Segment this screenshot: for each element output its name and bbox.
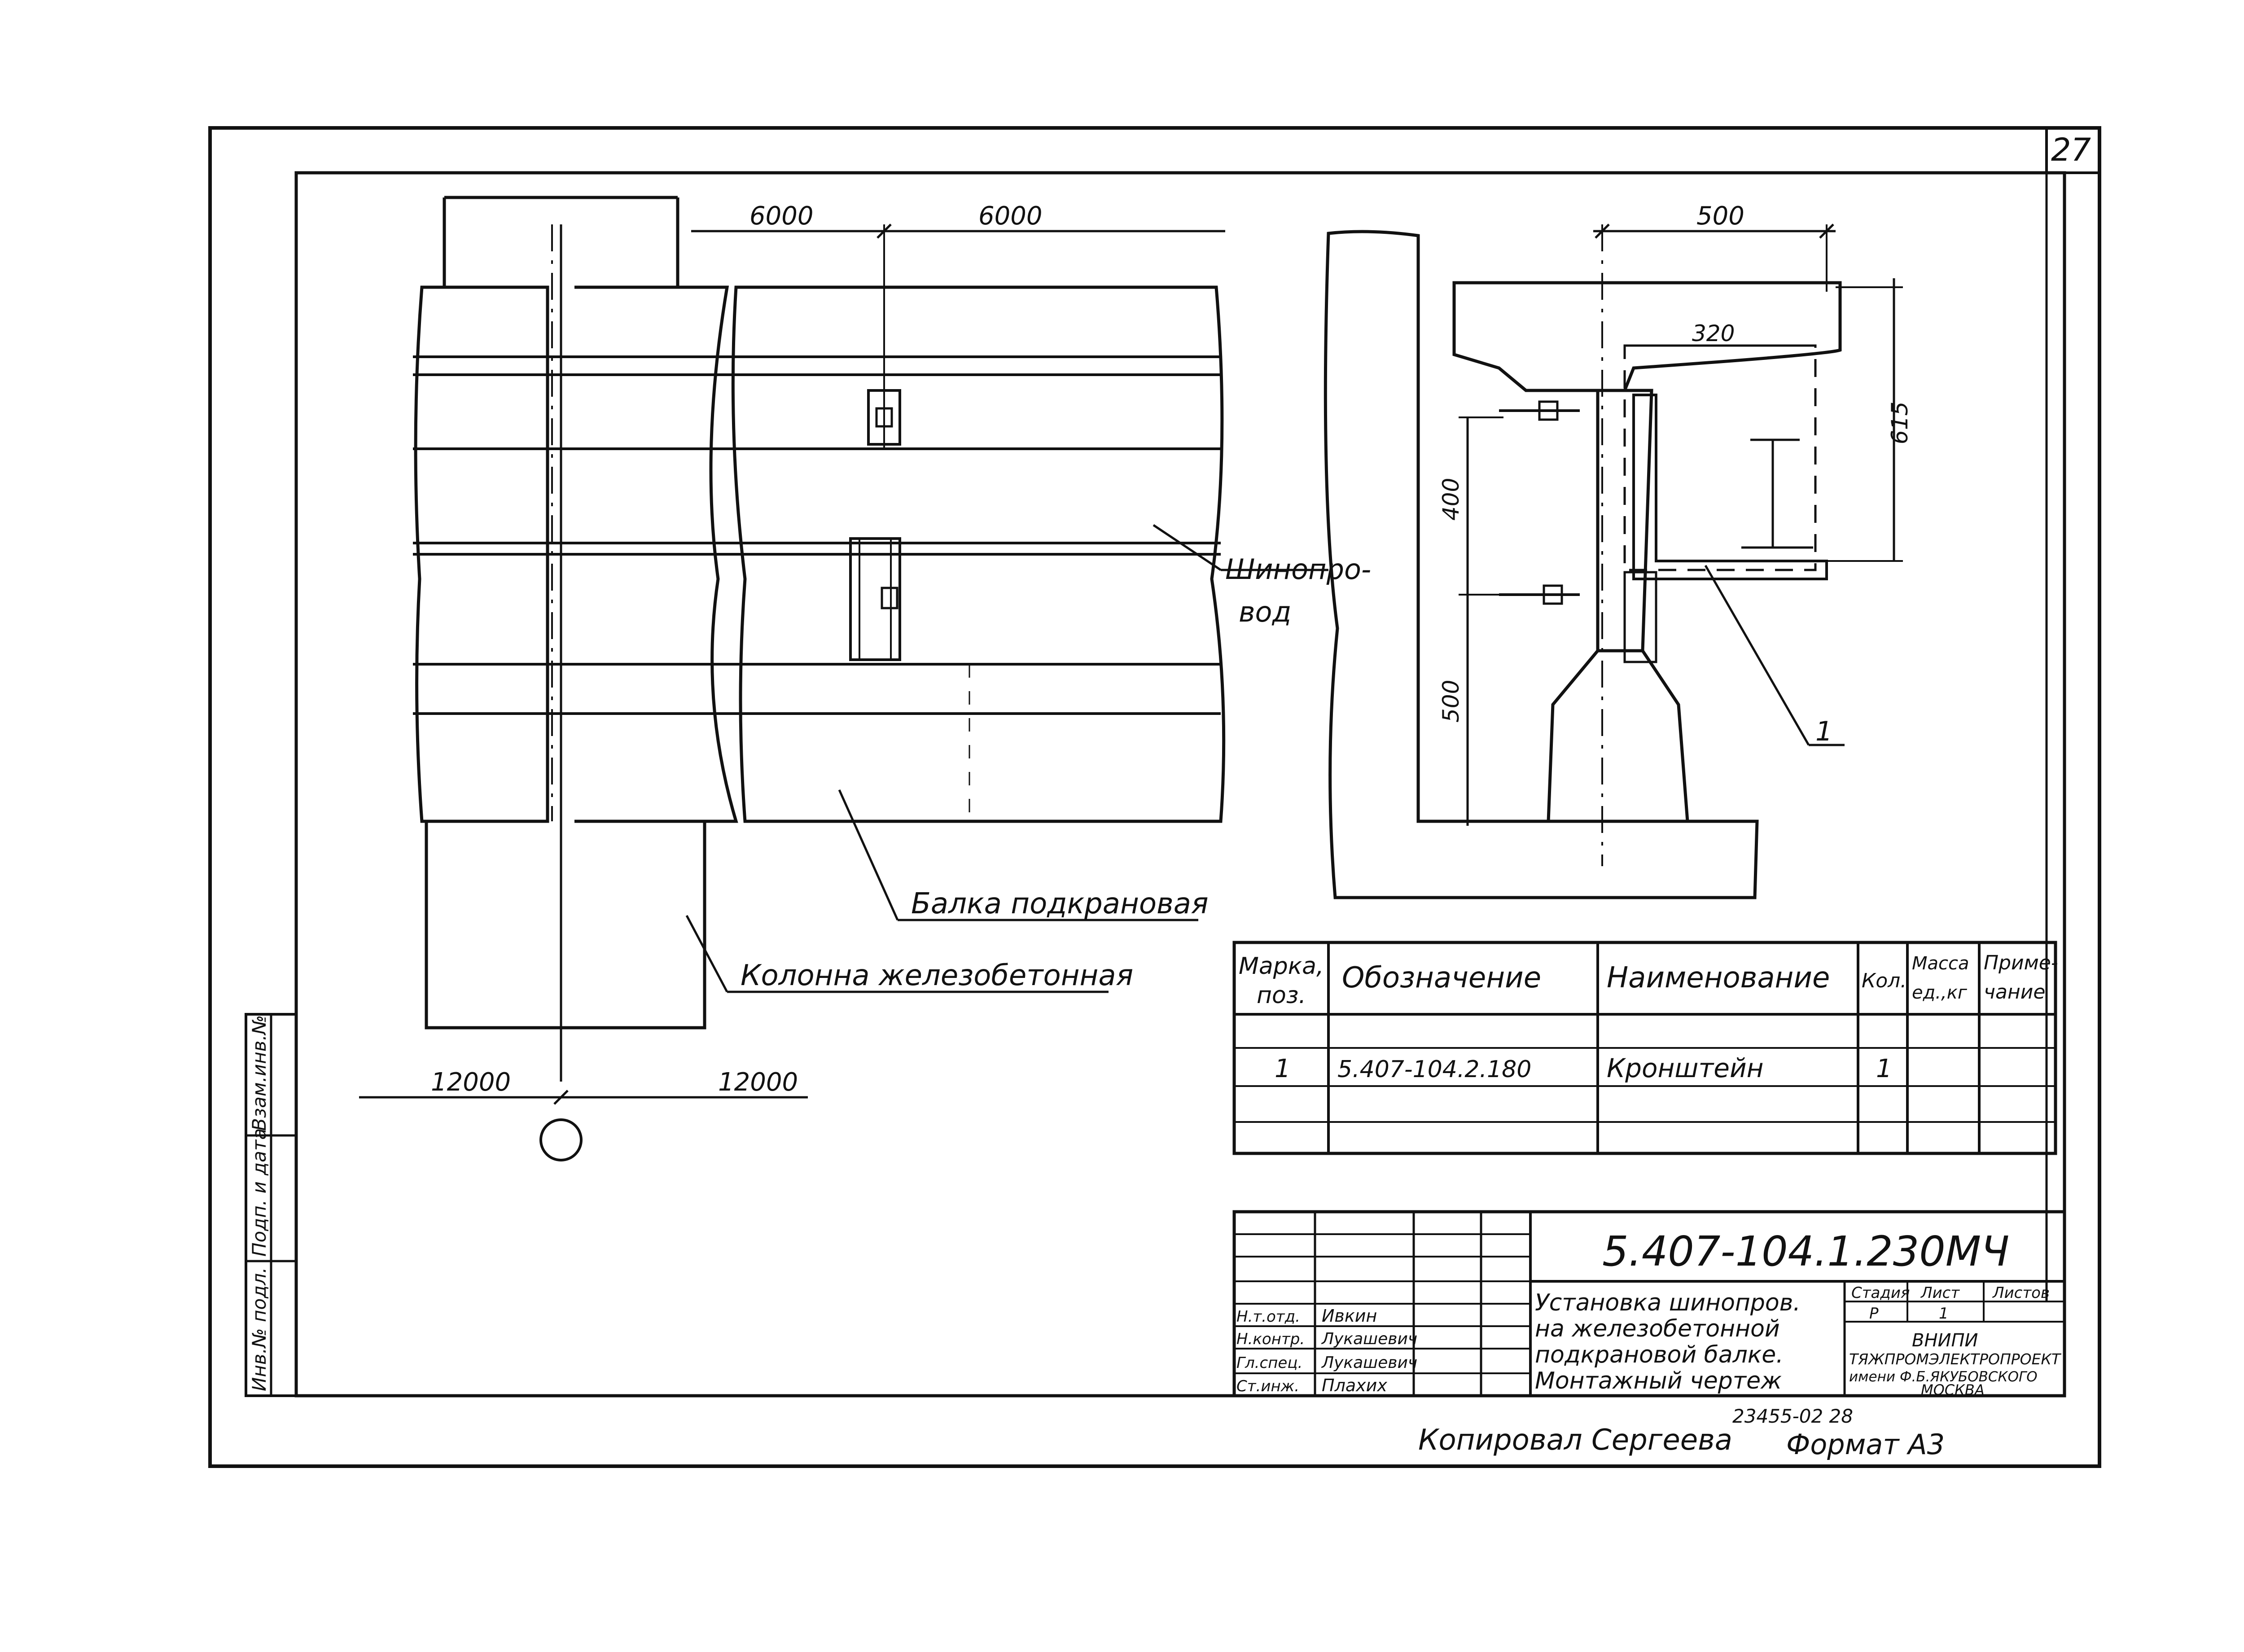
plan-view: 6000 6000 12000 12000 Шинопро- вод Балка…	[359, 196, 1371, 1161]
label-busbar-1: Шинопро-	[1225, 553, 1371, 586]
hdr-name: Наименование	[1607, 961, 1830, 995]
hdr-mark-2: поз.	[1257, 982, 1306, 1009]
side-strip: Инв.№ подл. Подп. и дата Взам.инв.№	[245, 1013, 298, 1397]
row-name: Кронштейн	[1607, 1053, 1764, 1083]
sheet-number: 27	[2051, 131, 2091, 168]
document-code: 5.407-104.1.230МЧ	[1602, 1227, 2009, 1275]
hdr-mark-1: Марка,	[1239, 953, 1324, 980]
row-qty: 1	[1876, 1054, 1892, 1083]
side-inv-podl: Инв.№ подл.	[248, 1267, 270, 1391]
name-1: Ивкин	[1322, 1306, 1377, 1326]
outer-frame	[208, 126, 2101, 1468]
dim-top-left: 6000	[749, 202, 814, 231]
title-line-1: Установка шинопров.	[1535, 1289, 1801, 1316]
role-1: Н.т.отд.	[1236, 1308, 1300, 1326]
dim-bottom-left: 12000	[431, 1068, 511, 1097]
copied-by: Копировал Сергеева	[1418, 1424, 1732, 1457]
hdr-mass-1: Масса	[1912, 953, 1969, 974]
sheets-header: Листов	[1992, 1284, 2050, 1302]
title-line-4: Монтажный чертеж	[1535, 1367, 1782, 1394]
dim-320: 320	[1692, 320, 1735, 346]
stage-header: Стадия	[1851, 1284, 1910, 1302]
name-4: Плахих	[1322, 1376, 1387, 1395]
hdr-mass-2: ед.,кг	[1912, 982, 1968, 1003]
archive-number: 23455-02 28	[1732, 1405, 1853, 1427]
org-line-4: МОСКВА	[1921, 1381, 1985, 1398]
dim-top-right: 6000	[978, 202, 1043, 231]
stage-value: Р	[1869, 1305, 1879, 1323]
name-2: Лукашевич	[1321, 1330, 1417, 1348]
hdr-notes-1: Приме-	[1984, 951, 2058, 974]
hdr-qty: Кол.	[1862, 969, 1907, 992]
title-line-3: подкрановой балке.	[1535, 1341, 1784, 1368]
hdr-designation: Обозначение	[1342, 961, 1541, 995]
inner-frame	[294, 171, 2066, 1398]
sheet-number-box	[2045, 127, 2101, 174]
dim-500-top: 500	[1696, 202, 1744, 231]
hdr-notes-2: чание	[1984, 981, 2045, 1003]
title-line-2: на железобетонной	[1535, 1315, 1780, 1342]
dim-500-left: 500	[1438, 680, 1464, 723]
sheet-header: Лист	[1920, 1284, 1960, 1302]
section-view: 500 320 615 400 500 1	[1324, 202, 1913, 899]
side-sign-date: Подп. и дата	[248, 1128, 270, 1257]
label-busbar-2: вод	[1239, 596, 1291, 628]
dim-bottom-right: 12000	[718, 1068, 798, 1097]
row-mark: 1	[1275, 1054, 1291, 1083]
role-3: Гл.спец.	[1236, 1354, 1302, 1372]
format-label: Формат А3	[1786, 1428, 1945, 1461]
spec-table: Марка, поз. Обозначение Наименование Кол…	[1232, 941, 2058, 1155]
label-column: Колонна железобетонная	[741, 959, 1133, 992]
side-vzam: Взам.инв.№	[248, 1015, 270, 1131]
dim-615: 615	[1887, 402, 1913, 444]
org-line-1: ВНИПИ	[1912, 1330, 1978, 1351]
role-4: Ст.инж.	[1236, 1377, 1299, 1395]
row-designation: 5.407-104.2.180	[1337, 1056, 1531, 1083]
org-line-2: ТЯЖПРОМЭЛЕКТРОПРОЕКТ	[1849, 1350, 2062, 1368]
dim-400: 400	[1438, 478, 1464, 521]
sheet-value: 1	[1939, 1305, 1949, 1323]
org-line-3: имени Ф.Б.ЯКУБОВСКОГО	[1849, 1369, 2038, 1385]
name-3: Лукашевич	[1321, 1354, 1417, 1372]
callout-1: 1	[1815, 716, 1832, 747]
title-block: Стадия Лист Листов Р 1 Н.т.отд. Ивкин Н.…	[1232, 1210, 2066, 1398]
axis-marker	[539, 1118, 583, 1161]
label-beam: Балка подкрановая	[911, 887, 1208, 920]
role-2: Н.контр.	[1236, 1330, 1305, 1348]
